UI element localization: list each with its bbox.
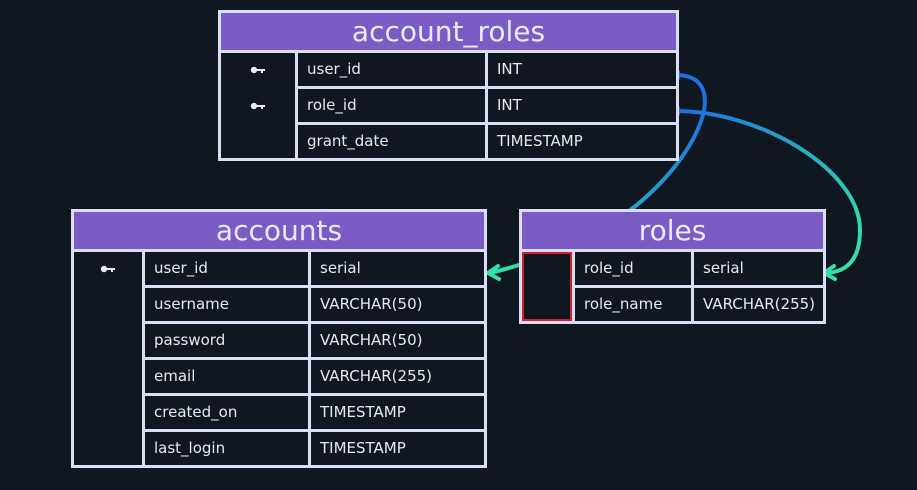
key-icon [221,89,295,122]
link-arrowhead-accounts [486,264,501,281]
column-name: password [145,324,308,357]
column-type: VARCHAR(50) [311,324,484,357]
column-name: user_id [145,252,308,285]
table-row[interactable]: role_name VARCHAR(255) [575,288,823,321]
key-column[interactable] [522,252,572,321]
column-name: role_name [575,288,691,321]
key-icon [74,252,142,285]
column-name: username [145,288,308,321]
column-name: role_id [298,89,485,122]
table-row[interactable]: email VARCHAR(255) [145,360,484,393]
table-row[interactable]: user_id INT [298,53,676,86]
column-type: INT [488,89,676,122]
column-name: email [145,360,308,393]
table-title: accounts [74,212,484,249]
column-type: VARCHAR(50) [311,288,484,321]
column-type: VARCHAR(255) [311,360,484,393]
column-type: TIMESTAMP [488,125,676,158]
column-name: created_on [145,396,308,429]
key-icon [221,53,295,86]
table-title: roles [522,212,823,249]
table-row[interactable]: role_id INT [298,89,676,122]
column-type: INT [488,53,676,86]
column-type: TIMESTAMP [311,432,484,465]
column-type: TIMESTAMP [311,396,484,429]
column-name: role_id [575,252,691,285]
table-title: account_roles [221,13,676,50]
column-name: grant_date [298,125,485,158]
table-row[interactable]: user_id serial [145,252,484,285]
table-row[interactable]: role_id serial [575,252,823,285]
table-roles[interactable]: roles role_id serial role_name VARCHAR(2… [519,209,826,324]
column-name: last_login [145,432,308,465]
column-type: serial [694,252,823,285]
column-type: VARCHAR(255) [694,288,823,321]
table-account-roles[interactable]: account_roles user_id INT role_id INT gr… [218,10,679,161]
table-accounts[interactable]: accounts user_id serial username VARCHAR… [71,209,487,468]
column-name: user_id [298,53,485,86]
table-row[interactable]: password VARCHAR(50) [145,324,484,357]
table-row[interactable]: created_on TIMESTAMP [145,396,484,429]
column-type: serial [311,252,484,285]
table-row[interactable]: username VARCHAR(50) [145,288,484,321]
key-column [74,252,142,465]
key-column [221,53,295,158]
table-row[interactable]: last_login TIMESTAMP [145,432,484,465]
table-row[interactable]: grant_date TIMESTAMP [298,125,676,158]
